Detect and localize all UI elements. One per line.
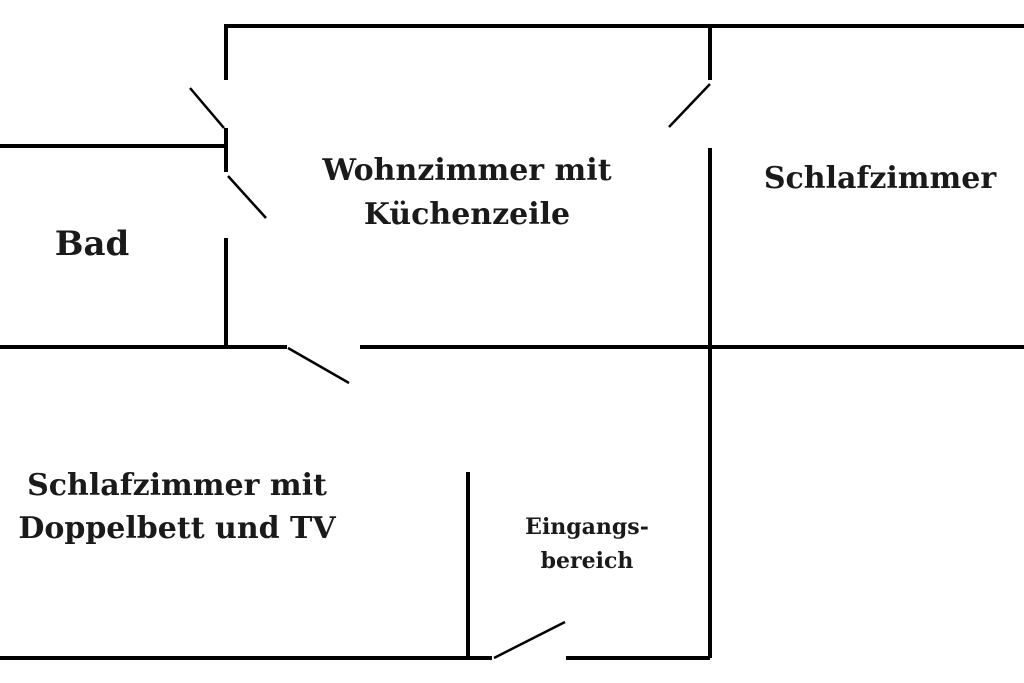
- door-bedroom-right: [668, 83, 711, 128]
- room-label-schlafzimmer-doppelbett-line2: Doppelbett und TV: [18, 511, 336, 546]
- room-label-wohnzimmer-line2: Küchenzeile: [364, 197, 570, 232]
- room-label-wohnzimmer-line1: Wohnzimmer mit: [321, 153, 611, 188]
- walls: [0, 24, 1024, 660]
- room-label-schlafzimmer-doppelbett-line1: Schlafzimmer mit: [27, 468, 327, 503]
- door-middle: [287, 346, 350, 385]
- room-label-eingangsbereich-line2: bereich: [541, 548, 634, 574]
- room-label-bad: Bad: [55, 224, 130, 264]
- door-entrance: [493, 620, 566, 660]
- doors: [189, 83, 711, 660]
- room-label-eingangsbereich-line1: Eingangs-: [525, 514, 649, 540]
- door-bath-top: [189, 87, 225, 129]
- door-living-left: [227, 175, 267, 219]
- room-label-schlafzimmer: Schlafzimmer: [764, 161, 997, 196]
